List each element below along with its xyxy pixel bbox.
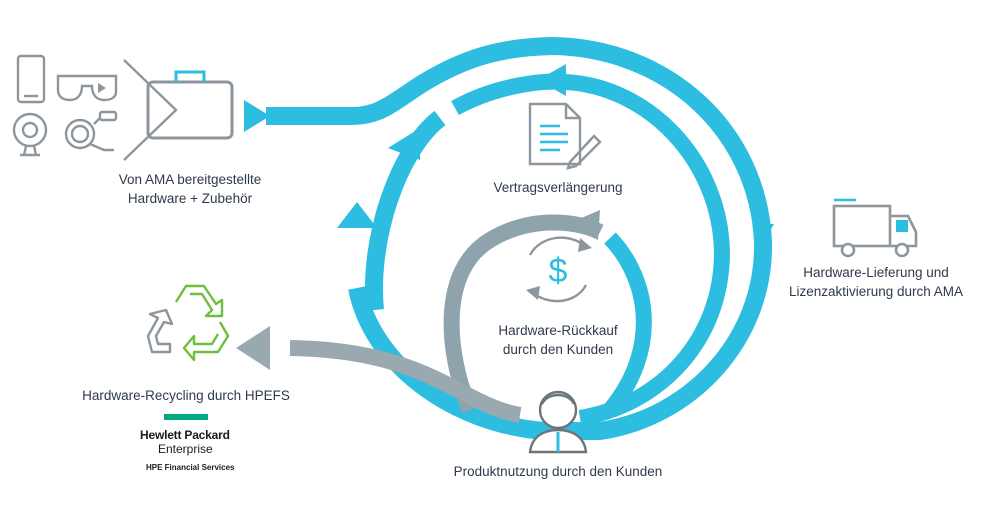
delivery-truck-icon: [832, 198, 918, 258]
customer-person-icon: [528, 390, 588, 454]
hpe-logo-enterprise: Enterprise: [158, 442, 213, 456]
recycling-arrowhead: [236, 326, 270, 370]
recycle-icon: [146, 284, 230, 362]
chevron-icon: [123, 59, 178, 161]
hpe-financial-services: HPE Financial Services: [146, 463, 235, 472]
outer-left-arrowhead: [337, 202, 377, 228]
outer-start-arrowhead: [244, 100, 270, 132]
label-delivery-line2: Lizenzaktivierung durch AMA: [788, 284, 964, 299]
hpe-logo-bar: [164, 414, 208, 420]
inner-top-arrowhead: [572, 210, 600, 240]
smart-glasses-icon: [56, 74, 118, 102]
svg-text:$: $: [549, 252, 568, 290]
hpe-logo-name: Hewlett Packard: [140, 428, 230, 442]
contract-document-icon: [528, 102, 602, 170]
label-buyback-line1: Hardware-Rückkauf: [498, 323, 618, 338]
middle-cycle-top: [451, 73, 731, 426]
inner-cycle-right: [603, 232, 652, 416]
smartphone-icon: [16, 54, 46, 104]
dollar-cycle-icon: $: [526, 236, 592, 303]
label-buyback-line2: durch den Kunden: [502, 342, 614, 357]
outer-cycle-arc: [266, 36, 773, 440]
label-hardware-provided-line1: Von AMA bereitgestellte: [118, 172, 262, 187]
label-hardware-provided-line2: Hardware + Zubehör: [127, 191, 253, 206]
label-delivery-line1: Hardware-Lieferung und: [803, 265, 949, 280]
cable-icon: [64, 110, 118, 152]
outer-right-arrowhead: [752, 224, 774, 244]
middle-cycle-arc: [365, 110, 446, 311]
label-contract-extension: Vertragsverlängerung: [493, 180, 623, 195]
webcam-icon: [12, 112, 48, 157]
inner-cycle-arc: [443, 214, 604, 414]
middle-top-arrowhead: [538, 64, 566, 96]
label-usage: Produktnutzung durch den Kunden: [453, 464, 663, 479]
middle-left-arrowhead: [388, 128, 420, 160]
label-recycling: Hardware-Recycling durch HPEFS: [82, 388, 290, 403]
recycling-path: [289, 340, 522, 423]
suitcase-icon: [146, 70, 234, 140]
